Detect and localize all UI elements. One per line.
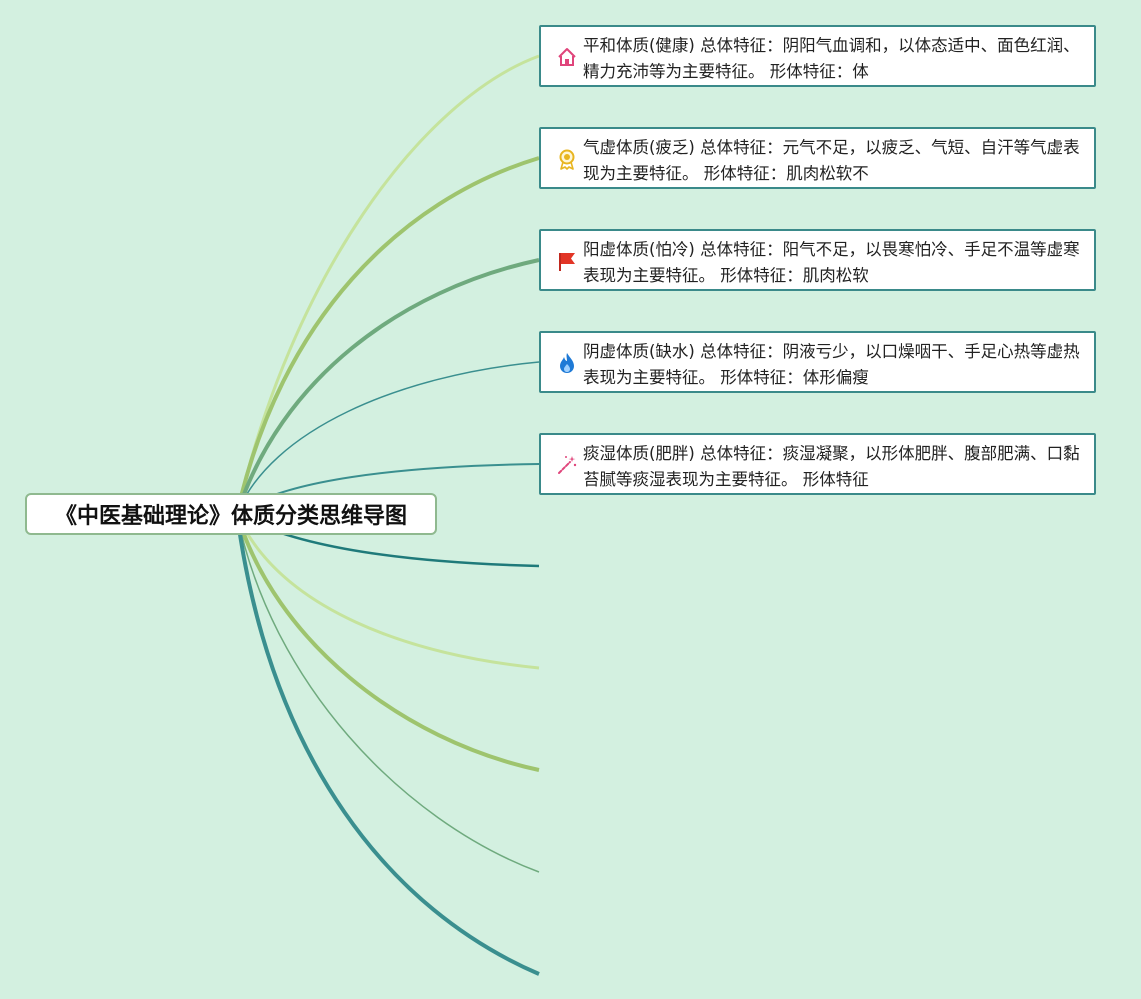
flame-icon [560, 353, 574, 373]
topic-node-text: 平和体质(健康) 总体特征：阴阳气血调和，以体态适中、面色红润、精力充沛等为主要… [583, 36, 1080, 81]
home-icon [558, 48, 576, 66]
branch-line-7 [235, 513, 540, 670]
topic-node-text: 阴虚体质(缺水) 总体特征：阴液亏少，以口燥咽干、手足心热等虚热表现为主要特征。… [583, 342, 1080, 387]
topic-node-1[interactable]: 平和体质(健康) 总体特征：阴阳气血调和，以体态适中、面色红润、精力充沛等为主要… [539, 25, 1096, 87]
topic-node-2[interactable]: 气虚体质(疲乏) 总体特征：元气不足，以疲乏、气短、自汗等气虚表现为主要特征。 … [539, 127, 1096, 189]
branch-line-1 [235, 54, 540, 515]
branch-line-2 [235, 156, 540, 515]
branch-line-10 [235, 513, 540, 976]
root-topic-title: 《中医基础理论》体质分类思维导图 [54, 504, 407, 529]
branch-line-8 [235, 513, 540, 772]
topic-node-text: 气虚体质(疲乏) 总体特征：元气不足，以疲乏、气短、自汗等气虚表现为主要特征。 … [583, 138, 1080, 183]
award-medal-icon [559, 149, 575, 170]
topic-node-3[interactable]: 阳虚体质(怕冷) 总体特征：阳气不足，以畏寒怕冷、手足不温等虚寒表现为主要特征。… [539, 229, 1096, 291]
red-flag-icon [559, 253, 575, 271]
branch-line-4 [236, 361, 540, 515]
branch-line-3 [235, 258, 540, 515]
topic-node-text: 痰湿体质(肥胖) 总体特征：痰湿凝聚，以形体肥胖、腹部肥满、口黏苔腻等痰湿表现为… [583, 444, 1080, 489]
topic-node-5[interactable]: 痰湿体质(肥胖) 总体特征：痰湿凝聚，以形体肥胖、腹部肥满、口黏苔腻等痰湿表现为… [539, 433, 1096, 495]
root-topic[interactable]: 《中医基础理论》体质分类思维导图 [25, 493, 437, 535]
topic-node-text: 阳虚体质(怕冷) 总体特征：阳气不足，以畏寒怕冷、手足不温等虚寒表现为主要特征。… [583, 240, 1080, 285]
magic-wand-icon [558, 456, 577, 474]
topic-node-4[interactable]: 阴虚体质(缺水) 总体特征：阴液亏少，以口燥咽干、手足心热等虚热表现为主要特征。… [539, 331, 1096, 393]
branch-line-9 [236, 513, 540, 873]
